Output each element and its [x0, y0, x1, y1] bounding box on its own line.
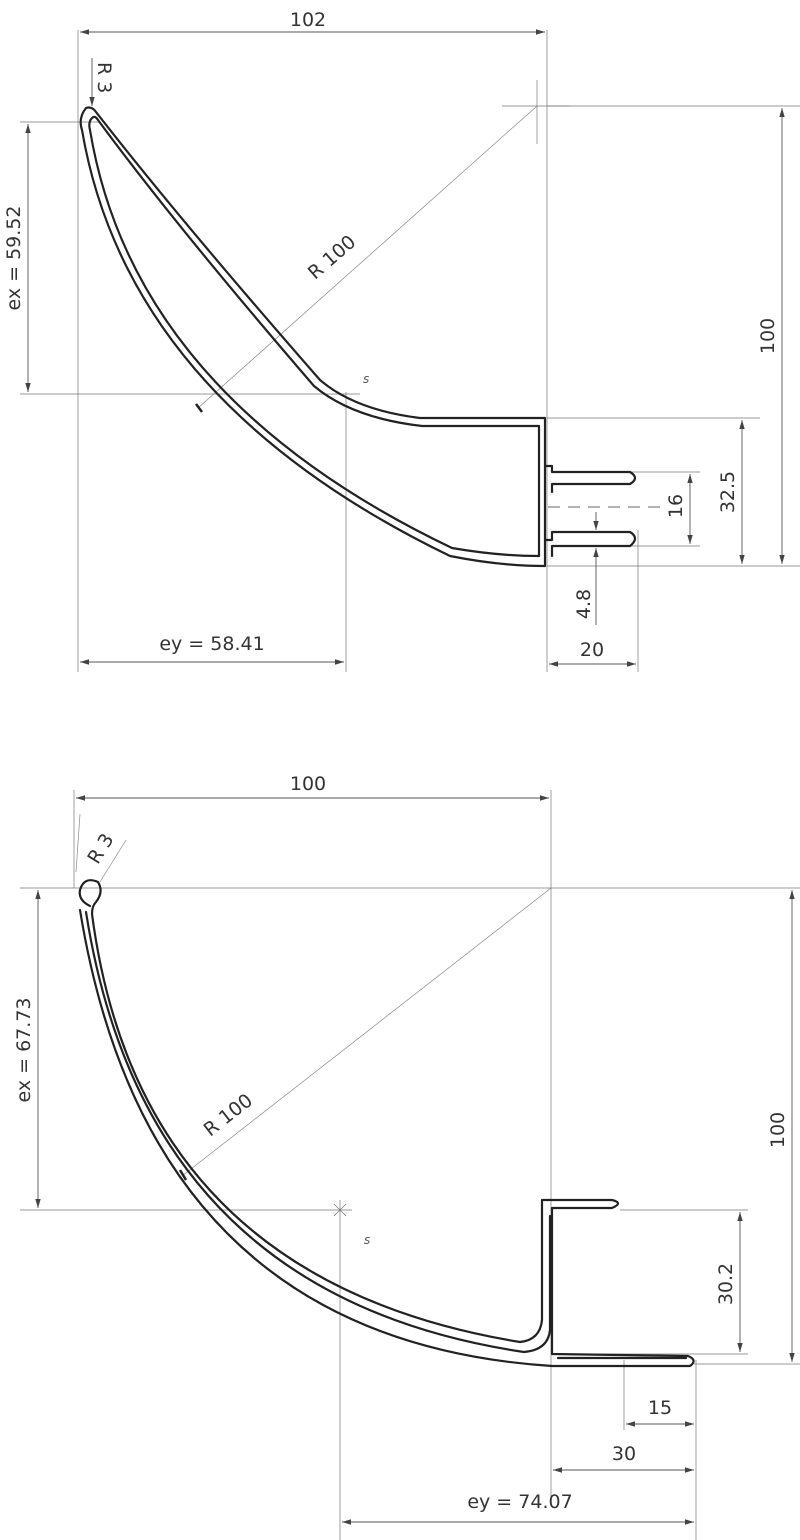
bottom-flange-height-label: 30.2 [715, 1263, 737, 1305]
top-rail-lower [543, 530, 637, 558]
bottom-corner-radius-label: R 3 [83, 830, 118, 868]
top-height-label: 100 [757, 318, 779, 354]
bottom-height-label: 100 [767, 1112, 789, 1148]
bottom-main-radius-label: R 100 [200, 1090, 257, 1142]
top-width-label: 102 [290, 9, 326, 31]
top-slot-label: 16 [665, 494, 687, 518]
bottom-width-label: 100 [290, 773, 326, 795]
top-profile-outer [79, 106, 547, 568]
top-centroid-label: s [363, 372, 369, 386]
bottom-ex-label: ex = 67.73 [13, 998, 35, 1103]
top-tongue-length-label: 20 [580, 639, 604, 661]
bottom-profile-drawing: 100 R 3 R 100 ex = 67.73 100 30.2 15 30 … [13, 773, 800, 1540]
top-corner-radius-label: R 3 [93, 62, 115, 93]
top-ex-label: ex = 59.52 [3, 206, 25, 311]
bottom-profile-inner [84, 910, 552, 1354]
bottom-profile-outer [78, 879, 695, 1368]
bottom-centroid-label: s [364, 1233, 370, 1247]
top-ey-label: ey = 58.41 [159, 633, 264, 655]
top-profile-drawing: 102 R 3 R 100 ex = 59.52 100 32.5 16 4.8… [3, 9, 800, 672]
top-tongue-gap-label: 4.8 [573, 589, 595, 619]
bottom-ey-label: ey = 74.07 [467, 1491, 572, 1513]
bottom-foot-label: 30 [612, 1443, 636, 1465]
top-profile-inner [88, 115, 541, 558]
radius-line-bottom [181, 887, 552, 1177]
top-rail-upper [543, 464, 637, 494]
radius-line-top [197, 105, 538, 409]
top-main-radius-label: R 100 [304, 231, 360, 284]
top-flange-height-label: 32.5 [717, 471, 739, 513]
bottom-lip-label: 15 [648, 1397, 672, 1419]
